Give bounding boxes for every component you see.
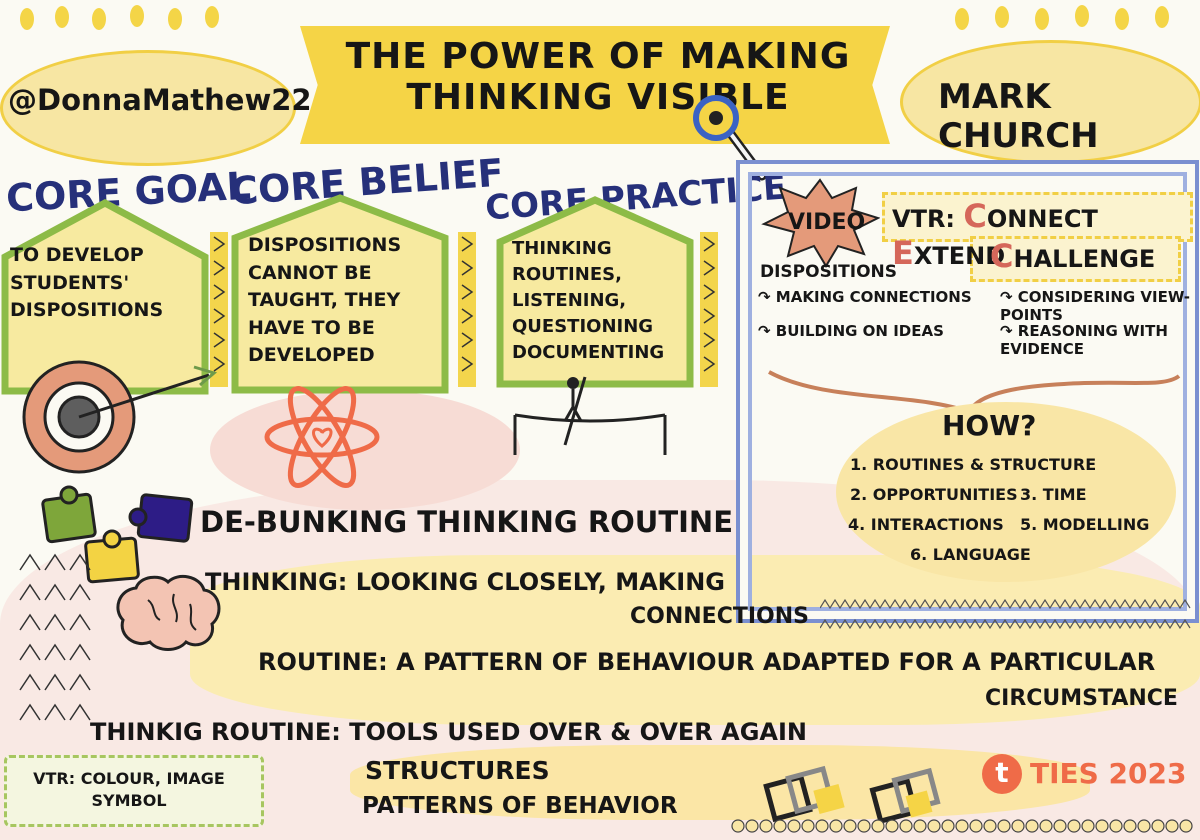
decor-dot: [168, 8, 182, 30]
ties-logo-icon: t: [982, 754, 1022, 794]
chain-links-icon: [763, 765, 941, 825]
decor-dot: [955, 8, 969, 30]
thinking-routine-line: Thinkig routine: Tools used over & over …: [90, 718, 807, 746]
thinking-line-1: Thinking: Looking closely, making: [205, 568, 725, 596]
how-item: 3. Time: [1020, 485, 1087, 504]
patterns-text: Patterns of behavior: [362, 793, 678, 819]
page-title: The Power Of Making Thinking Visible: [345, 36, 851, 119]
divider-pattern: [210, 232, 228, 387]
vtr-challenge-initial: C: [990, 237, 1014, 275]
how-item: 2. Opportunities: [850, 485, 1018, 504]
vtr-extend-rest: xtend: [913, 241, 1006, 270]
tightrope-walker-icon: [513, 376, 667, 455]
hatch-decor: [19, 553, 91, 721]
routine-line-2: circumstance: [985, 686, 1178, 711]
disposition-item: ↷ Making connections: [758, 288, 972, 306]
bottom-yellow-wash: [350, 745, 1090, 820]
handle: @DonnaMathew22: [8, 83, 312, 117]
structures-text: Structures: [365, 756, 550, 785]
vtr-connect-rest: onnect: [986, 205, 1098, 233]
core-belief-text: Dispositions cannot be taught, they have…: [248, 234, 402, 367]
divider-pattern: [458, 232, 476, 387]
disposition-item: ↷ Considering view-points: [1000, 288, 1190, 324]
decor-dot: [1035, 8, 1049, 30]
vtr-colour-box: [4, 755, 264, 827]
core-belief-house: [231, 194, 449, 394]
handle-oval: [0, 50, 296, 166]
decor-dot: [92, 8, 106, 30]
vtr-challenge-rest: hallenge: [1013, 245, 1156, 273]
routine-line-1: Routine: A pattern of behaviour adapted …: [258, 648, 1156, 676]
vtr-connect-initial: C: [963, 197, 987, 235]
target-icon: [22, 360, 218, 474]
speaker-name: MARK CHURCH: [938, 77, 1099, 157]
decor-dot: [995, 6, 1009, 28]
brain-icon: [116, 574, 221, 651]
decor-dot: [130, 5, 144, 27]
magnifier-icon: [693, 95, 767, 181]
divider-pattern: [700, 232, 718, 387]
zigzag-decor: [820, 598, 1191, 630]
video-badge: VIDEO: [788, 210, 866, 235]
core-goal-house: [1, 199, 209, 395]
vtr-title: VTR: Connect Extend: [892, 198, 1200, 272]
core-practice-text: Thinking routines, listening, questionin…: [512, 238, 665, 364]
disposition-item: ↷ Reasoning with evidence: [1000, 322, 1168, 358]
vtr-challenge: Challenge: [990, 238, 1155, 275]
decor-dot: [20, 8, 34, 30]
vtr-extend-initial: E: [892, 233, 914, 272]
how-item: 5. Modelling: [1020, 515, 1150, 534]
curly-brace: [768, 370, 1181, 415]
puzzle-pieces-icon: [41, 485, 194, 584]
how-title: HOW?: [942, 409, 1037, 442]
how-item: 4. Interactions: [848, 515, 1004, 534]
decor-dot: [55, 6, 69, 28]
decor-dot: [1115, 8, 1129, 30]
core-goal-text: To Develop Students' Dispositions: [10, 244, 164, 322]
decor-dot: [1075, 5, 1089, 27]
how-item: 6. Language: [910, 545, 1031, 564]
vtr-prefix: VTR:: [892, 205, 956, 233]
decor-dot: [1155, 6, 1169, 28]
yellow-wash: [190, 555, 1200, 725]
video-burst: [761, 178, 880, 268]
vtr-box-2: [970, 236, 1181, 282]
dispositions-label: Dispositions: [760, 262, 898, 282]
debunking-title: De-bunking Thinking Routine: [200, 505, 734, 539]
video-panel: [736, 160, 1199, 623]
atom-icon: [264, 386, 380, 488]
vtr-colour-text: VTR: Colour, Image Symbol: [33, 769, 225, 810]
decor-dot: [205, 6, 219, 28]
how-item: 1. Routines & structure: [850, 455, 1097, 474]
title-banner: [300, 26, 890, 144]
how-blob: [836, 402, 1176, 582]
thinking-line-2: connections: [630, 604, 809, 629]
ties-label: TIES 2023: [1030, 757, 1187, 790]
bead-border: [731, 819, 1193, 833]
core-practice-house: [496, 196, 694, 388]
vtr-box: [882, 192, 1193, 242]
disposition-item: ↷ Building on Ideas: [758, 322, 944, 340]
